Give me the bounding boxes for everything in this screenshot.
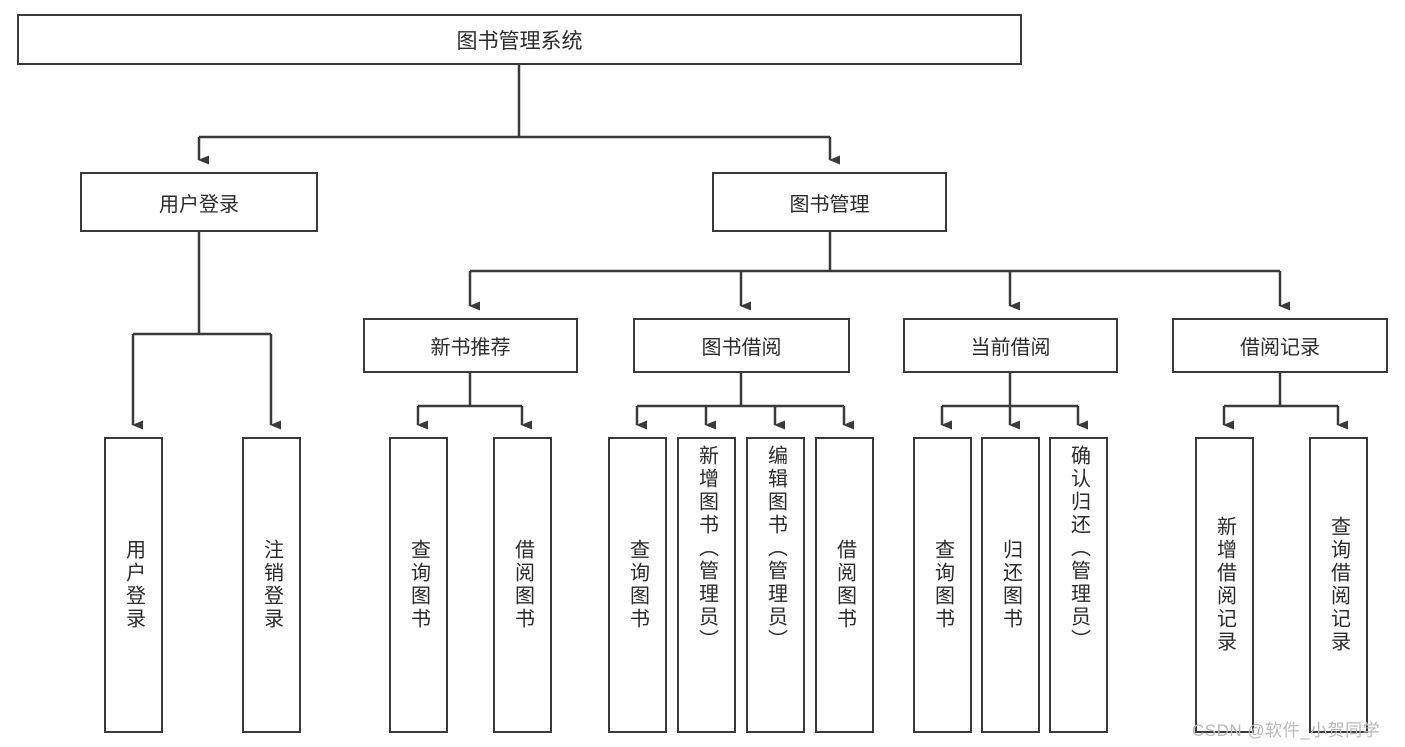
leaf-add-book-admin[interactable]: 新增图书（管理员） bbox=[677, 437, 736, 733]
node-label: 新书推荐 bbox=[430, 337, 511, 359]
leaf-label: 借阅图书 bbox=[511, 539, 534, 631]
node-label: 借阅记录 bbox=[1240, 337, 1320, 359]
node-borrow-record[interactable]: 借阅记录 bbox=[1172, 318, 1388, 373]
node-label: 图书管理 bbox=[789, 193, 870, 216]
leaf-label: 查询图书 bbox=[931, 539, 954, 631]
leaf-add-borrow-record[interactable]: 新增借阅记录 bbox=[1195, 437, 1254, 733]
leaf-confirm-return-admin[interactable]: 确认归还（管理员） bbox=[1049, 437, 1108, 733]
leaf-edit-book-admin[interactable]: 编辑图书（管理员） bbox=[746, 437, 805, 733]
node-book-management-system[interactable]: 图书管理系统 bbox=[17, 14, 1022, 65]
leaf-query-book-borrow[interactable]: 查询图书 bbox=[608, 437, 667, 733]
leaf-query-book-recommend[interactable]: 查询图书 bbox=[389, 437, 448, 733]
leaf-label: 编辑图书（管理员） bbox=[764, 445, 787, 652]
leaf-borrow-book-recommend[interactable]: 借阅图书 bbox=[493, 437, 552, 733]
node-book-borrow[interactable]: 图书借阅 bbox=[633, 318, 850, 373]
leaf-label: 确认归还（管理员） bbox=[1067, 445, 1090, 652]
leaf-label: 归还图书 bbox=[999, 539, 1022, 631]
node-label: 图书管理系统 bbox=[456, 29, 583, 53]
leaf-logout-login[interactable]: 注销登录 bbox=[242, 437, 301, 733]
node-label: 图书借阅 bbox=[701, 337, 782, 359]
leaf-query-book-current[interactable]: 查询图书 bbox=[913, 437, 972, 733]
leaf-return-book[interactable]: 归还图书 bbox=[981, 437, 1040, 733]
leaf-label: 新增图书（管理员） bbox=[695, 445, 718, 652]
leaf-label: 注销登录 bbox=[260, 539, 283, 631]
leaf-user-login[interactable]: 用户登录 bbox=[104, 437, 163, 733]
node-label: 当前借阅 bbox=[970, 337, 1051, 359]
node-user-login[interactable]: 用户登录 bbox=[80, 172, 318, 232]
node-book-management[interactable]: 图书管理 bbox=[712, 172, 947, 232]
leaf-query-borrow-record[interactable]: 查询借阅记录 bbox=[1309, 437, 1368, 733]
node-new-book-recommend[interactable]: 新书推荐 bbox=[363, 318, 578, 373]
leaf-label: 查询图书 bbox=[626, 539, 649, 631]
leaf-label: 查询借阅记录 bbox=[1327, 516, 1350, 654]
leaf-label: 用户登录 bbox=[122, 539, 145, 631]
csdn-watermark: CSDN @软件_小贺同学 bbox=[1192, 721, 1381, 740]
node-current-borrow[interactable]: 当前借阅 bbox=[903, 318, 1118, 373]
node-label: 用户登录 bbox=[159, 193, 239, 216]
leaf-borrow-book[interactable]: 借阅图书 bbox=[815, 437, 874, 733]
leaf-label: 新增借阅记录 bbox=[1213, 516, 1236, 654]
leaf-label: 借阅图书 bbox=[833, 539, 856, 631]
leaf-label: 查询图书 bbox=[407, 539, 430, 631]
